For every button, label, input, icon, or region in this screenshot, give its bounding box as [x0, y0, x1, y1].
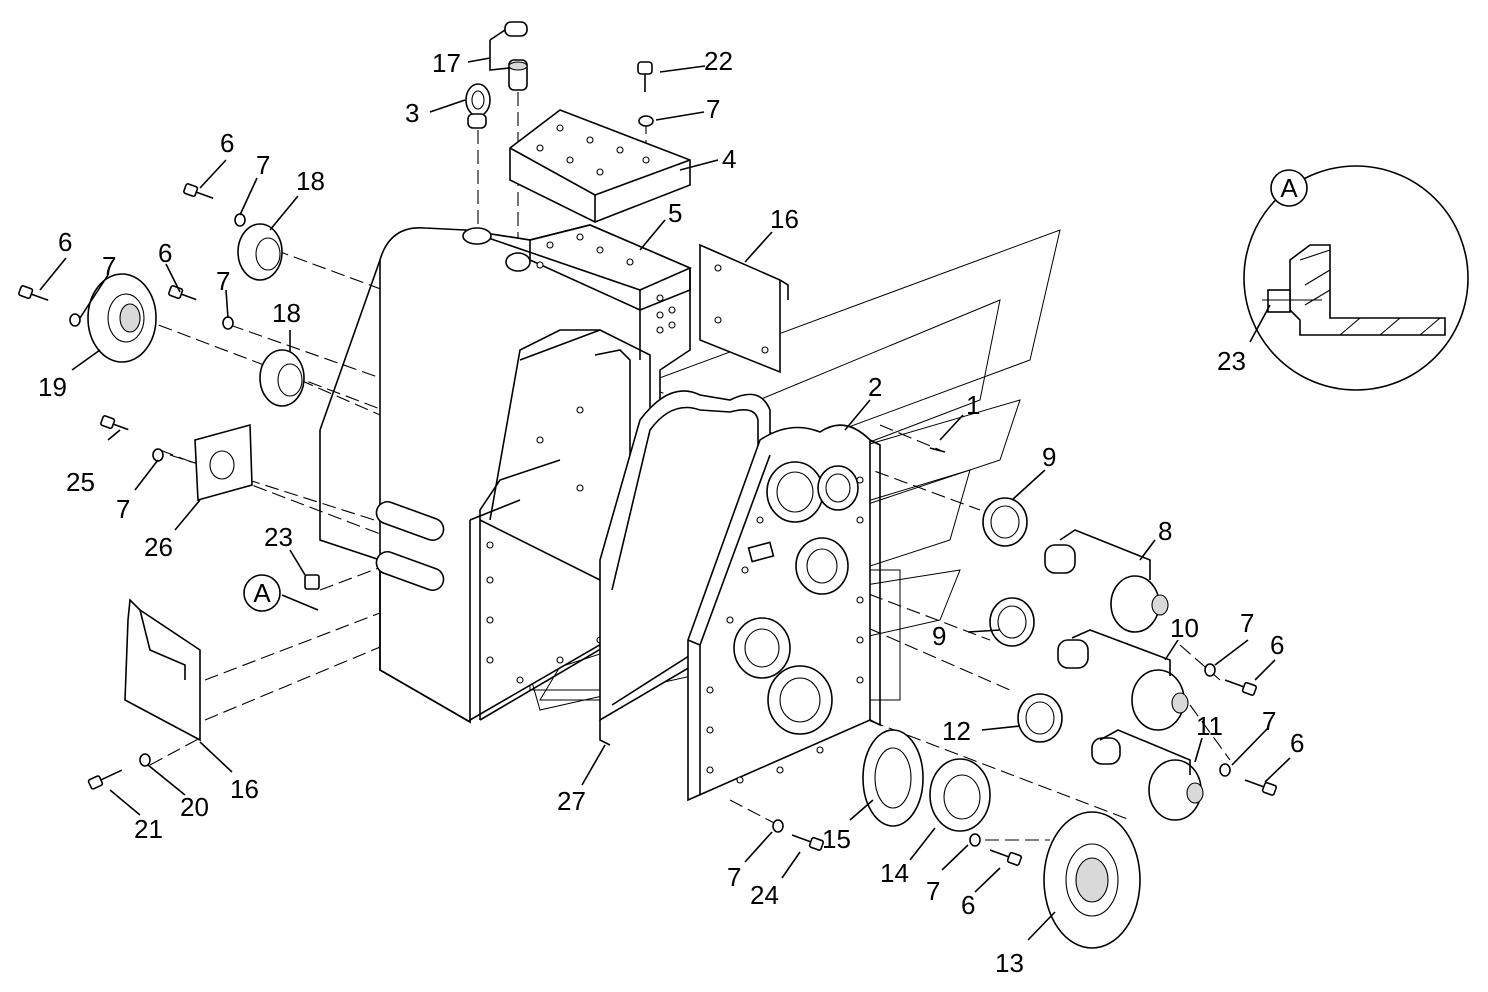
callout-4: 4 [722, 144, 736, 174]
callout-5: 5 [668, 198, 682, 228]
callout-26: 26 [144, 532, 173, 562]
callout-9: 9 [1042, 442, 1056, 472]
callout-6: 6 [1270, 630, 1284, 660]
callout-6: 6 [961, 890, 975, 920]
upper-cover-plate [699, 243, 789, 374]
top-plate [509, 109, 691, 223]
callout-7: 7 [256, 150, 270, 180]
callout-23: 23 [1217, 346, 1246, 376]
front-cover [687, 424, 881, 802]
callout-15: 15 [822, 824, 851, 854]
callout-7: 7 [102, 251, 116, 281]
callout-23: 23 [264, 522, 293, 552]
detail-view-a-label: A [1280, 173, 1298, 203]
callout-8: 8 [1158, 516, 1172, 546]
callout-2: 2 [868, 372, 882, 402]
callout-18: 18 [296, 166, 325, 196]
callout-22: 22 [704, 46, 733, 76]
callout-16: 16 [230, 774, 259, 804]
callout-12: 12 [942, 716, 971, 746]
callout-7: 7 [1262, 706, 1276, 736]
callout-labels: 1 2 3 4 5 6 6 6 6 6 6 7 7 7 7 7 7 7 7 7 … [38, 46, 1304, 978]
callout-13: 13 [995, 948, 1024, 978]
callout-7: 7 [116, 494, 130, 524]
callout-21: 21 [134, 814, 163, 844]
callout-14: 14 [880, 858, 909, 888]
hardware [18, 21, 1278, 866]
callout-6: 6 [58, 227, 72, 257]
cover-edge-holes [706, 476, 864, 784]
callout-17: 17 [432, 48, 461, 78]
right-components [862, 497, 1204, 949]
callout-27: 27 [557, 786, 586, 816]
callout-11: 11 [1196, 711, 1223, 741]
cover-bores [733, 461, 859, 735]
callout-16: 16 [770, 204, 799, 234]
callout-19: 19 [38, 372, 67, 402]
callout-1: 1 [966, 390, 980, 420]
callout-9: 9 [932, 621, 946, 651]
callout-7: 7 [926, 876, 940, 906]
callout-7: 7 [216, 266, 230, 296]
callout-7: 7 [727, 862, 741, 892]
callout-7: 7 [706, 94, 720, 124]
leader-lines [39, 29, 1291, 941]
callout-7: 7 [1240, 608, 1254, 638]
callout-24: 24 [750, 880, 779, 910]
callout-25: 25 [66, 467, 95, 497]
detail-marker-a-label: A [253, 578, 271, 608]
callout-6: 6 [1290, 728, 1304, 758]
callout-10: 10 [1170, 613, 1199, 643]
detail-marker-a: A A [243, 169, 1308, 612]
callout-6: 6 [220, 128, 234, 158]
callout-18: 18 [272, 298, 301, 328]
left-flanges [87, 223, 305, 742]
callout-3: 3 [405, 98, 419, 128]
callout-6: 6 [158, 238, 172, 268]
callout-20: 20 [180, 792, 209, 822]
detail-view-a [1243, 165, 1469, 391]
